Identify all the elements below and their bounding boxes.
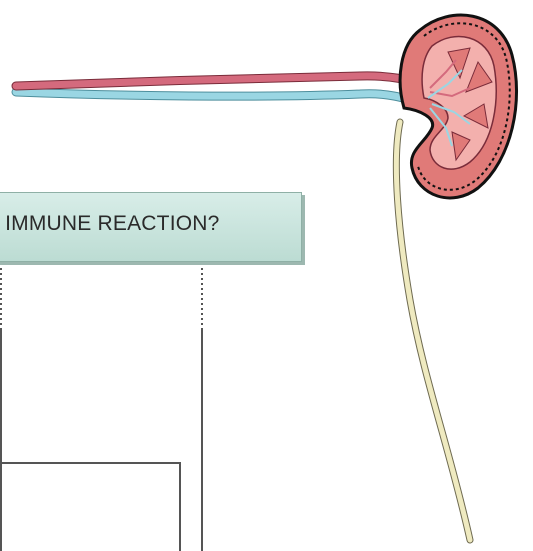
- lower-box-outline: [0, 463, 180, 551]
- renal-vein: [16, 92, 430, 106]
- kidney-icon: [400, 15, 516, 198]
- flowchart-lines: [0, 268, 202, 551]
- renal-artery: [16, 76, 432, 86]
